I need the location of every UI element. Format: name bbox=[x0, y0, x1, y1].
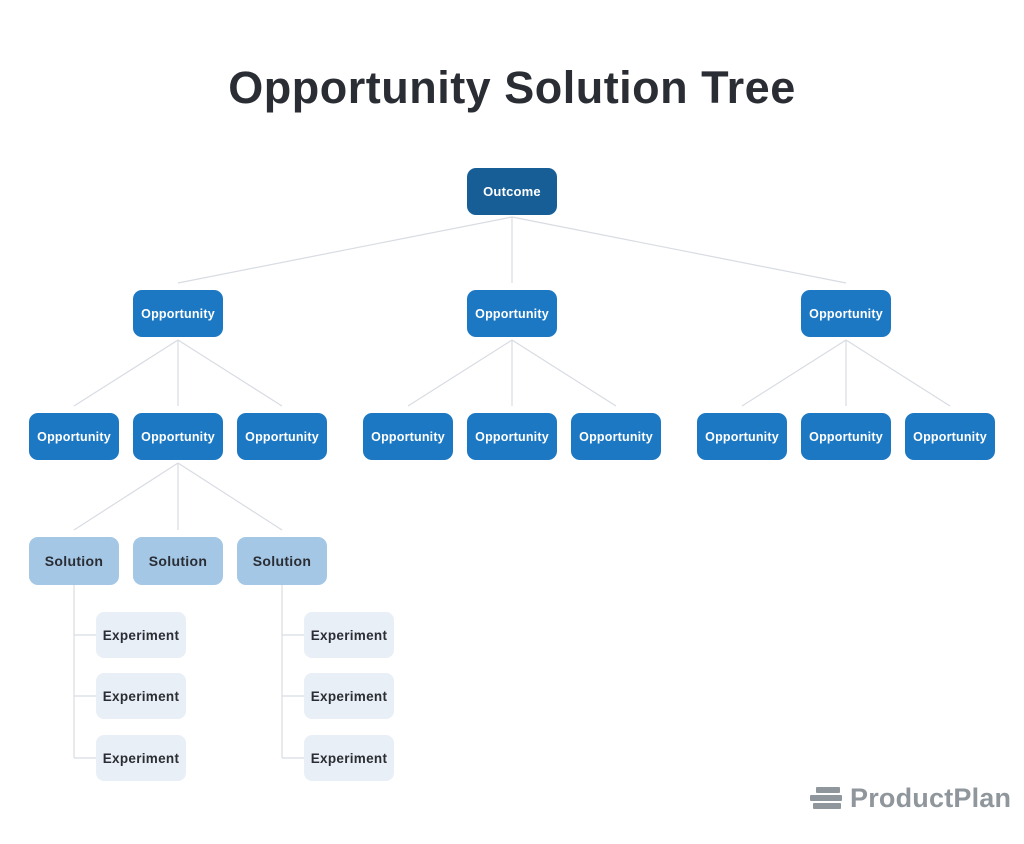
experiment-node-2-1: Experiment bbox=[304, 612, 394, 658]
edges-opportunity2-to-children bbox=[407, 339, 617, 407]
solution-node-1: Solution bbox=[29, 537, 119, 585]
edges-solution3-to-experiments bbox=[281, 585, 304, 759]
edges-solution1-to-experiments bbox=[73, 585, 96, 759]
experiment-node-1-1: Experiment bbox=[96, 612, 186, 658]
opportunity-node-l3-5: Opportunity bbox=[467, 413, 557, 460]
edges-opportunity3-to-children bbox=[741, 339, 951, 407]
experiment-node-2-3: Experiment bbox=[304, 735, 394, 781]
diagram-title: Opportunity Solution Tree bbox=[228, 62, 796, 113]
opportunity-node-l3-8: Opportunity bbox=[801, 413, 891, 460]
opportunity-node-l3-4: Opportunity bbox=[363, 413, 453, 460]
opportunity-node-l2-3: Opportunity bbox=[801, 290, 891, 337]
opportunity-node-l2-1: Opportunity bbox=[133, 290, 223, 337]
productplan-logo-icon bbox=[810, 786, 844, 811]
productplan-logo-text: ProductPlan bbox=[850, 783, 1012, 813]
opportunity-node-l3-6: Opportunity bbox=[571, 413, 661, 460]
opportunity-node-l3-9: Opportunity bbox=[905, 413, 995, 460]
opportunity-node-l3-7: Opportunity bbox=[697, 413, 787, 460]
edges-opportunity1-to-children bbox=[73, 339, 283, 407]
experiment-node-1-2: Experiment bbox=[96, 673, 186, 719]
outcome-node: Outcome bbox=[467, 168, 557, 215]
solution-node-2: Solution bbox=[133, 537, 223, 585]
opportunity-node-l3-2: Opportunity bbox=[133, 413, 223, 460]
edges-opportunity-to-solutions bbox=[73, 462, 283, 531]
opportunity-node-l2-2: Opportunity bbox=[467, 290, 557, 337]
experiment-node-1-3: Experiment bbox=[96, 735, 186, 781]
opportunity-node-l3-1: Opportunity bbox=[29, 413, 119, 460]
edges-outcome-to-opportunities bbox=[177, 216, 847, 284]
productplan-logo: ProductPlan bbox=[810, 783, 1011, 814]
experiment-node-2-2: Experiment bbox=[304, 673, 394, 719]
solution-node-3: Solution bbox=[237, 537, 327, 585]
opportunity-node-l3-3: Opportunity bbox=[237, 413, 327, 460]
